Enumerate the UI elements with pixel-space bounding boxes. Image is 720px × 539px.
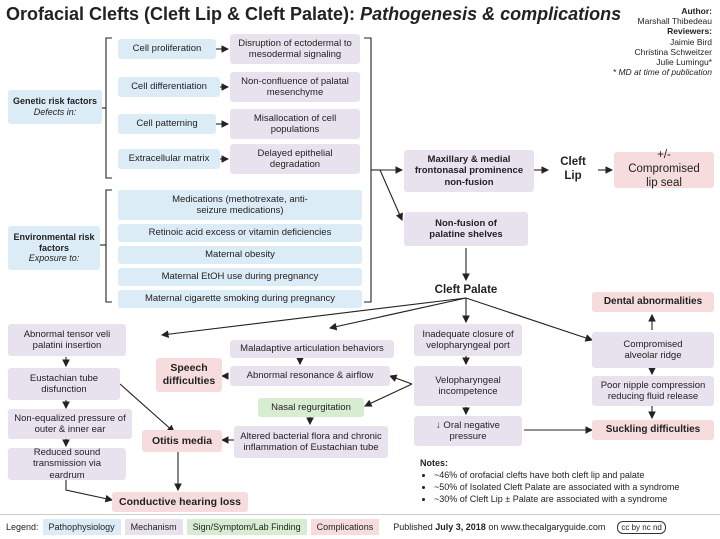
published-line: Published July 3, 2018 on www.thecalgary… — [393, 522, 605, 532]
published-suffix: on www.thecalgaryguide.com — [488, 522, 606, 532]
title-main: Orofacial Clefts (Cleft Lip & Cleft Pala… — [6, 4, 356, 24]
legend-complications: Complications — [310, 519, 380, 535]
dental-abnormalities: Dental abnormalities — [592, 292, 714, 312]
abnormal-resonance-airflow: Abnormal resonance & airflow — [230, 366, 390, 386]
cleft-lip: Cleft Lip — [560, 156, 586, 182]
reviewer-1: Jaimie Bird — [669, 36, 712, 47]
reviewer-2: Christina Schweitzer — [634, 46, 712, 57]
notes-list: ~46% of orofacial clefts have both cleft… — [420, 469, 679, 505]
effect-palatal-mesenchyme: Non-confluence of palatal mesenchyme — [230, 72, 360, 102]
environmental-subtitle: Exposure to: — [28, 253, 80, 264]
genetic-risk-factors: Genetic risk factors Defects in: — [8, 90, 102, 124]
conductive-hearing-loss: Conductive hearing loss — [112, 492, 248, 512]
eustachian-dysfunction: Eustachian tube disfunction — [8, 368, 120, 400]
cause-extracellular-matrix: Extracellular matrix — [118, 149, 220, 169]
environmental-risk-factors: Environmental risk factors Exposure to: — [8, 226, 100, 270]
cause-cell-differentiation: Cell differentiation — [118, 77, 220, 97]
cause-cell-proliferation: Cell proliferation — [118, 39, 216, 59]
legend-label: Legend: — [6, 522, 39, 532]
title-sub: Pathogenesis & complications — [360, 4, 622, 24]
note-item: ~46% of orofacial clefts have both cleft… — [434, 469, 679, 481]
legend-mechanism: Mechanism — [124, 519, 183, 535]
environmental-title: Environmental risk factors — [13, 231, 95, 253]
legend-pathophysiology: Pathophysiology — [42, 519, 121, 535]
maxillary-non-fusion: Maxillary & medial frontonasal prominenc… — [404, 150, 534, 192]
credits: Author: Marshall Thibedeau Reviewers: Ja… — [613, 6, 712, 77]
tensor-veli-palatini: Abnormal tensor veli palatini insertion — [8, 324, 126, 356]
notes-title: Notes: — [420, 458, 449, 468]
effect-cell-populations: Misallocation of cell populations — [230, 109, 360, 139]
env-maternal-smoking: Maternal cigarette smoking during pregna… — [118, 290, 362, 308]
note-item: ~50% of Isolated Cleft Palate are associ… — [434, 481, 679, 493]
genetic-subtitle: Defects in: — [33, 107, 77, 117]
poor-nipple-compression: Poor nipple compression reducing fluid r… — [592, 376, 714, 406]
author-label: Author: — [681, 6, 712, 16]
reviewer-3: Julie Lumingu* — [656, 56, 712, 67]
author-name: Marshall Thibedeau — [637, 16, 713, 27]
effect-ectodermal-signaling: Disruption of ectodermal to mesodermal s… — [230, 34, 360, 64]
vp-incompetence: Velopharyngeal incompetence — [414, 366, 522, 406]
nasal-regurgitation: Nasal regurgitation — [258, 398, 364, 417]
compromised-lip-seal: +/- Compromised lip seal — [614, 149, 714, 189]
cause-cell-patterning: Cell patterning — [118, 114, 216, 134]
reviewers-label: Reviewers: — [667, 26, 712, 37]
page-title: Orofacial Clefts (Cleft Lip & Cleft Pala… — [6, 4, 621, 25]
cc-license-icon: cc by nc nd — [617, 520, 666, 534]
effect-epithelial-degradation: Delayed epithelial degradation — [230, 144, 360, 174]
notes: Notes: ~46% of orofacial clefts have bot… — [420, 457, 679, 506]
env-retinoic-acid: Retinoic acid excess or vitamin deficien… — [118, 224, 362, 242]
reduced-sound-transmission: Reduced sound transmission via eardrum — [8, 447, 126, 481]
altered-bacterial-flora: Altered bacterial flora and chronic infl… — [234, 426, 388, 458]
published-date: July 3, 2018 — [435, 522, 486, 532]
env-maternal-obesity: Maternal obesity — [118, 246, 362, 264]
compromised-alveolar-ridge: Compromised alveolar ridge — [592, 332, 714, 368]
otitis-media: Otitis media — [142, 430, 222, 452]
credits-footnote: * MD at time of publication — [612, 67, 712, 78]
legend: Legend: Pathophysiology Mechanism Sign/S… — [0, 514, 720, 539]
published-prefix: Published — [393, 522, 433, 532]
maladaptive-articulation: Maladaptive articulation behaviors — [230, 340, 394, 358]
inadequate-vp-closure: Inadequate closure of velopharyngeal por… — [414, 324, 522, 356]
legend-sign-symptom: Sign/Symptom/Lab Finding — [186, 519, 307, 535]
speech-difficulties: Speech difficulties — [156, 358, 222, 392]
note-item: ~30% of Cleft Lip ± Palate are associate… — [434, 493, 679, 505]
env-medications: Medications (methotrexate, anti-seizure … — [118, 190, 362, 220]
suckling-difficulties: Suckling difficulties — [592, 420, 714, 440]
genetic-title: Genetic risk factors — [12, 96, 98, 107]
palatine-non-fusion: Non-fusion of palatine shelves — [404, 212, 528, 246]
non-equalized-pressure: Non-equalized pressure of outer & inner … — [8, 409, 132, 439]
env-maternal-etoh: Maternal EtOH use during pregnancy — [118, 268, 362, 286]
oral-negative-pressure: ↓ Oral negative pressure — [414, 416, 522, 446]
cleft-palate: Cleft Palate — [434, 284, 498, 297]
